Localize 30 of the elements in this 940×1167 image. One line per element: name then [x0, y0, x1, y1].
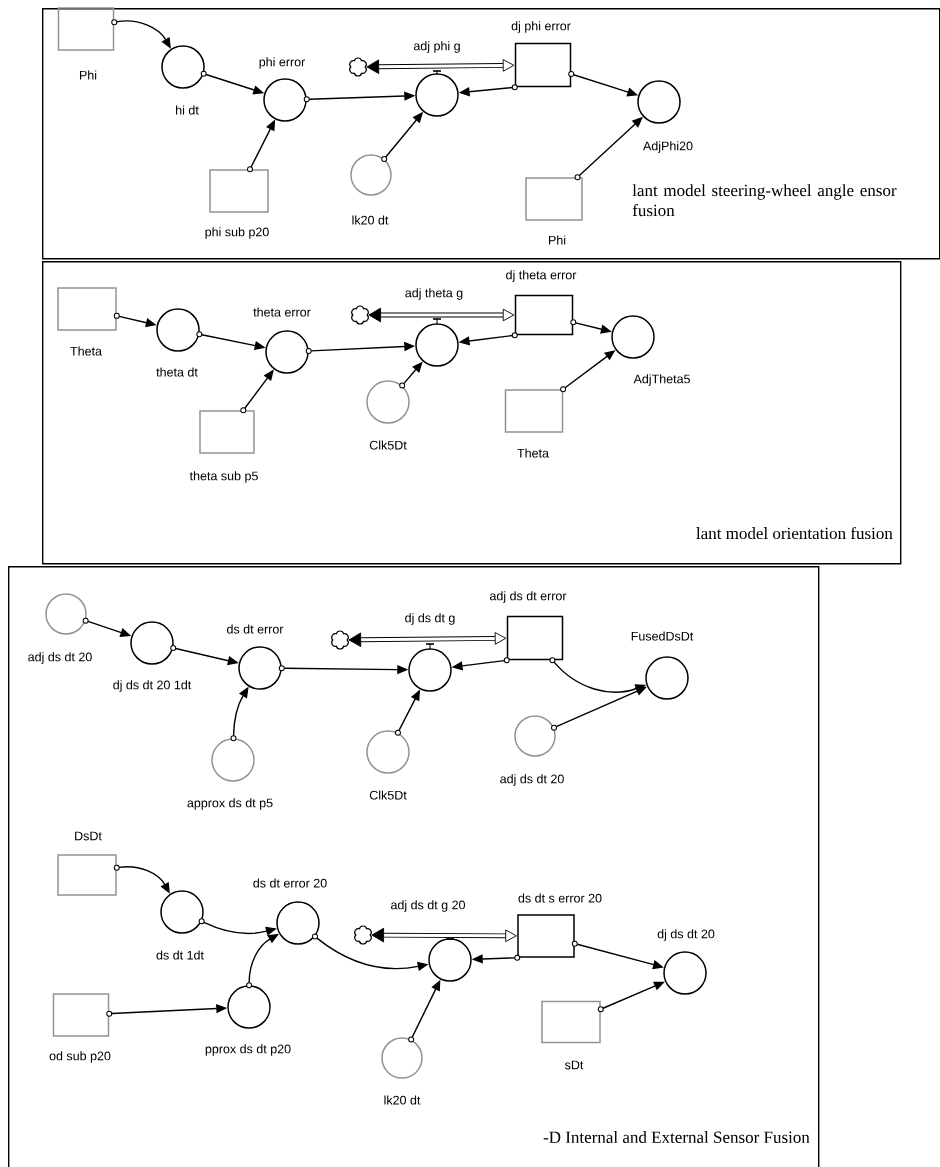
stock-box: adj ds dt error — [490, 591, 567, 661]
node-label: FusedDsDt — [631, 631, 694, 641]
flow-pipe — [368, 307, 515, 323]
node-label: adj phi g — [413, 41, 460, 53]
cloud-symbol — [349, 57, 367, 77]
stock-box: theta sub p5 — [189, 410, 258, 483]
node-label: dj ds dt 20 — [657, 929, 715, 941]
stock-box: DsDt — [57, 831, 117, 896]
stock-box: sDt — [541, 1000, 601, 1070]
stock-box: dj phi error — [511, 21, 572, 88]
stock-box: dj theta error — [506, 270, 577, 336]
stock-box: Theta — [57, 287, 117, 356]
node-label: AdjTheta5 — [633, 374, 690, 386]
flow-pipe — [371, 927, 517, 943]
node-label: adj ds dt g 20 — [391, 900, 466, 912]
stock-box: Phi — [525, 177, 583, 245]
cloud-symbol — [331, 630, 349, 650]
cloud-symbol — [354, 925, 372, 945]
stock-box: Phi — [57, 7, 115, 80]
flow-pipe — [348, 632, 507, 648]
cloud-symbol — [351, 305, 369, 325]
stock-box: ds dt s error 20 — [517, 893, 602, 958]
node-label: adj theta g — [405, 288, 463, 300]
stock-box: od sub p20 — [49, 993, 111, 1063]
flow-pipe — [366, 59, 515, 75]
connector-arrow — [602, 981, 665, 1009]
stock-box: Theta — [504, 389, 564, 458]
node-label: AdjPhi20 — [643, 141, 693, 153]
stock-box: phi sub p20 — [205, 169, 269, 239]
node-label: dj ds dt g — [405, 613, 455, 625]
